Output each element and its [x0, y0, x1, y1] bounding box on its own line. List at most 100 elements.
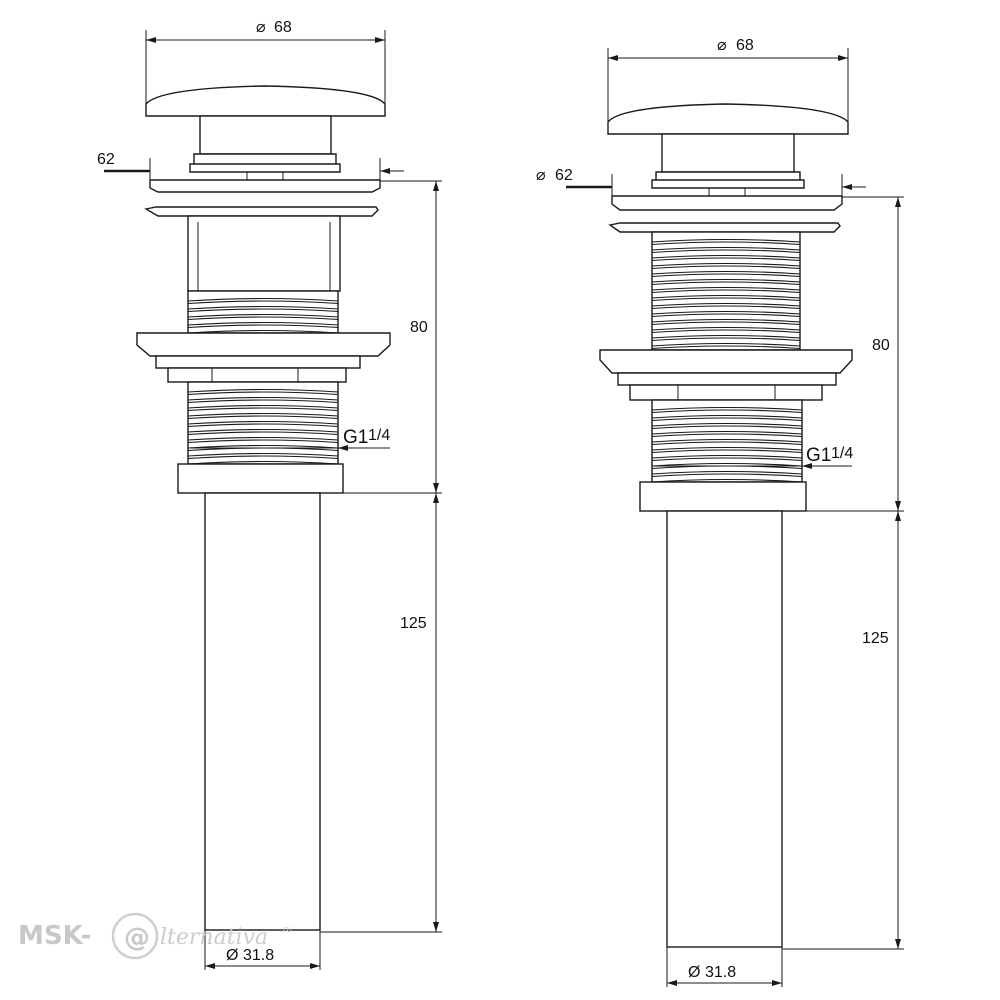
thread-line [651, 294, 801, 299]
left-cap-dim-symbol: ⌀ [256, 19, 266, 36]
right-flange-dim-symbol: ⌀ [536, 167, 546, 184]
watermark-suffix: .ru [280, 925, 292, 935]
thread-line [651, 334, 801, 339]
left-flange [149, 179, 381, 193]
thread-line [187, 455, 339, 460]
thread-line [187, 436, 339, 441]
thread-line [651, 318, 801, 323]
thread-line [651, 462, 803, 467]
thread-line [187, 388, 339, 393]
left-stem [246, 171, 284, 181]
thread-line [187, 321, 339, 326]
thread-line [651, 238, 801, 243]
left-upper-thread-lines [187, 297, 339, 337]
thread-line [651, 297, 801, 302]
thread-line [651, 310, 801, 315]
thread-line [651, 454, 803, 459]
thread-line [187, 452, 339, 457]
right-collar [651, 171, 805, 189]
right-flange [611, 195, 843, 211]
right-thread-fraction: 1/4 [831, 445, 853, 462]
thread-line [651, 241, 801, 246]
right-cap-dim-symbol: ⌀ [717, 37, 727, 54]
left-lock-washer [136, 332, 391, 357]
thread-line [651, 342, 801, 347]
thread-line [651, 425, 803, 430]
right-washer [608, 222, 841, 233]
right-pipe-dim-label: 31.8 [705, 964, 736, 981]
left-thread-label: G1 [343, 427, 368, 448]
thread-line [651, 438, 803, 443]
thread-line [651, 414, 803, 419]
thread-line [651, 422, 803, 427]
left-body [187, 215, 341, 292]
thread-line [651, 305, 801, 310]
thread-line [187, 396, 339, 401]
thread-line [187, 329, 339, 334]
right-cap [607, 103, 849, 135]
watermark: MSK- @ lternativa .ru [18, 912, 292, 960]
thread-line [651, 433, 803, 438]
left-height-upper-label: 80 [410, 319, 428, 336]
thread-line [187, 444, 339, 449]
thread-line [651, 441, 803, 446]
thread-line [651, 265, 801, 270]
thread-line [187, 324, 339, 329]
thread-line [651, 446, 803, 451]
watermark-prefix: MSK- [18, 921, 91, 951]
right-lower-thread-lines [651, 406, 803, 486]
thread-line [651, 430, 803, 435]
left-lower-thread-lines [187, 388, 339, 468]
thread-line [651, 417, 803, 422]
left-drain-figure: ⌀ 68 62 80 125 G1 1/4 Ø 31.8 [97, 19, 442, 970]
left-pipe-dim-label: 31.8 [243, 947, 274, 964]
left-cap-neck [199, 115, 332, 155]
thread-line [651, 257, 801, 262]
left-washer [144, 206, 379, 217]
thread-line [651, 278, 801, 283]
thread-line [651, 326, 801, 331]
thread-line [187, 305, 339, 310]
thread-line [187, 404, 339, 409]
right-height-upper-label: 80 [872, 337, 890, 354]
thread-line [651, 302, 801, 307]
thread-line [651, 345, 801, 350]
thread-line [187, 439, 339, 444]
thread-line [187, 316, 339, 321]
thread-line [651, 321, 801, 326]
thread-line [651, 478, 803, 483]
thread-line [651, 246, 801, 251]
right-flange-dim-label: 62 [555, 167, 573, 184]
left-bottom-ring [177, 463, 344, 494]
thread-line [187, 428, 339, 433]
thread-line [651, 289, 801, 294]
thread-line [651, 249, 801, 254]
thread-line [187, 460, 339, 465]
thread-line [651, 254, 801, 259]
thread-line [187, 313, 339, 318]
left-nut [167, 367, 347, 383]
left-pipe-dim-symbol: Ø [226, 947, 238, 964]
thread-line [187, 300, 339, 305]
thread-line [187, 423, 339, 428]
watermark-script: lternativa [160, 925, 268, 950]
right-drain-figure: ⌀ 68 ⌀ 62 80 125 G1 1/4 Ø 31.8 [536, 37, 904, 987]
right-lock-washer [599, 349, 853, 374]
thread-line [187, 308, 339, 313]
watermark-at: @ [124, 923, 150, 953]
thread-line [187, 407, 339, 412]
thread-line [651, 270, 801, 275]
right-cap-neck [661, 133, 795, 173]
thread-line [651, 337, 801, 342]
thread-line [651, 286, 801, 291]
thread-line [651, 273, 801, 278]
right-thread-label: G1 [806, 445, 831, 466]
thread-line [651, 409, 803, 414]
thread-line [651, 313, 801, 318]
thread-line [651, 473, 803, 478]
thread-line [651, 406, 803, 411]
left-flange-dim-label: 62 [97, 151, 115, 168]
right-upper-thread-lines [651, 238, 801, 350]
left-pipe [204, 492, 321, 931]
left-cap-dim-label: 68 [274, 19, 292, 36]
